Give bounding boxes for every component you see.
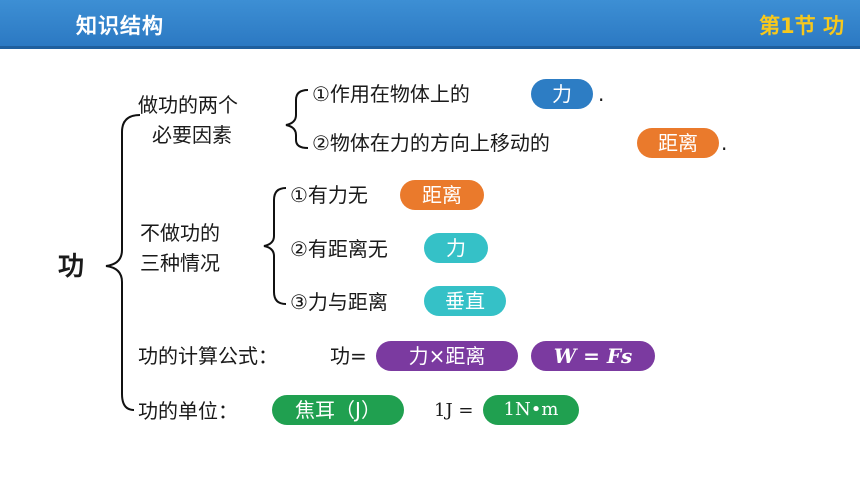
page-title: 知识结构 <box>76 14 164 38</box>
no-work-label-line1: 不做功的 <box>140 221 220 245</box>
factor-2-end: . <box>721 131 728 155</box>
case-3-answer: 垂直 <box>424 286 506 316</box>
factors-label-line2: 必要因素 <box>152 123 232 147</box>
case-3-text: ③力与距离 <box>290 290 388 314</box>
header-underline <box>0 46 860 49</box>
no-work-label-line2: 三种情况 <box>140 251 220 275</box>
case-2-answer: 力 <box>424 233 488 263</box>
unit-answer-symbol: 1N•m <box>483 395 579 425</box>
section-title: 第1节 功 <box>759 14 844 38</box>
factor-2-text: ②物体在力的方向上移动的 <box>312 131 550 155</box>
factor-1-answer: 力 <box>531 79 593 109</box>
formula-label: 功的计算公式： <box>138 344 278 368</box>
header-bar <box>0 0 860 48</box>
factors-label-line1: 做功的两个 <box>138 93 238 117</box>
root-concept: 功 <box>58 252 85 282</box>
unit-equation: 1J = <box>434 400 474 421</box>
case-2-text: ②有距离无 <box>290 237 388 261</box>
formula-answer-words: 力×距离 <box>376 341 518 371</box>
formula-answer-symbols: W = Fs <box>531 341 655 371</box>
factor-1-end: . <box>598 82 605 106</box>
factor-1-text: ①作用在物体上的 <box>312 82 470 106</box>
unit-label: 功的单位： <box>138 399 238 423</box>
case-1-answer: 距离 <box>400 180 484 210</box>
unit-answer-name: 焦耳（J） <box>272 395 404 425</box>
factor-2-answer: 距离 <box>637 128 719 158</box>
formula-prefix: 功= <box>330 344 367 368</box>
case-1-text: ①有力无 <box>290 183 368 207</box>
